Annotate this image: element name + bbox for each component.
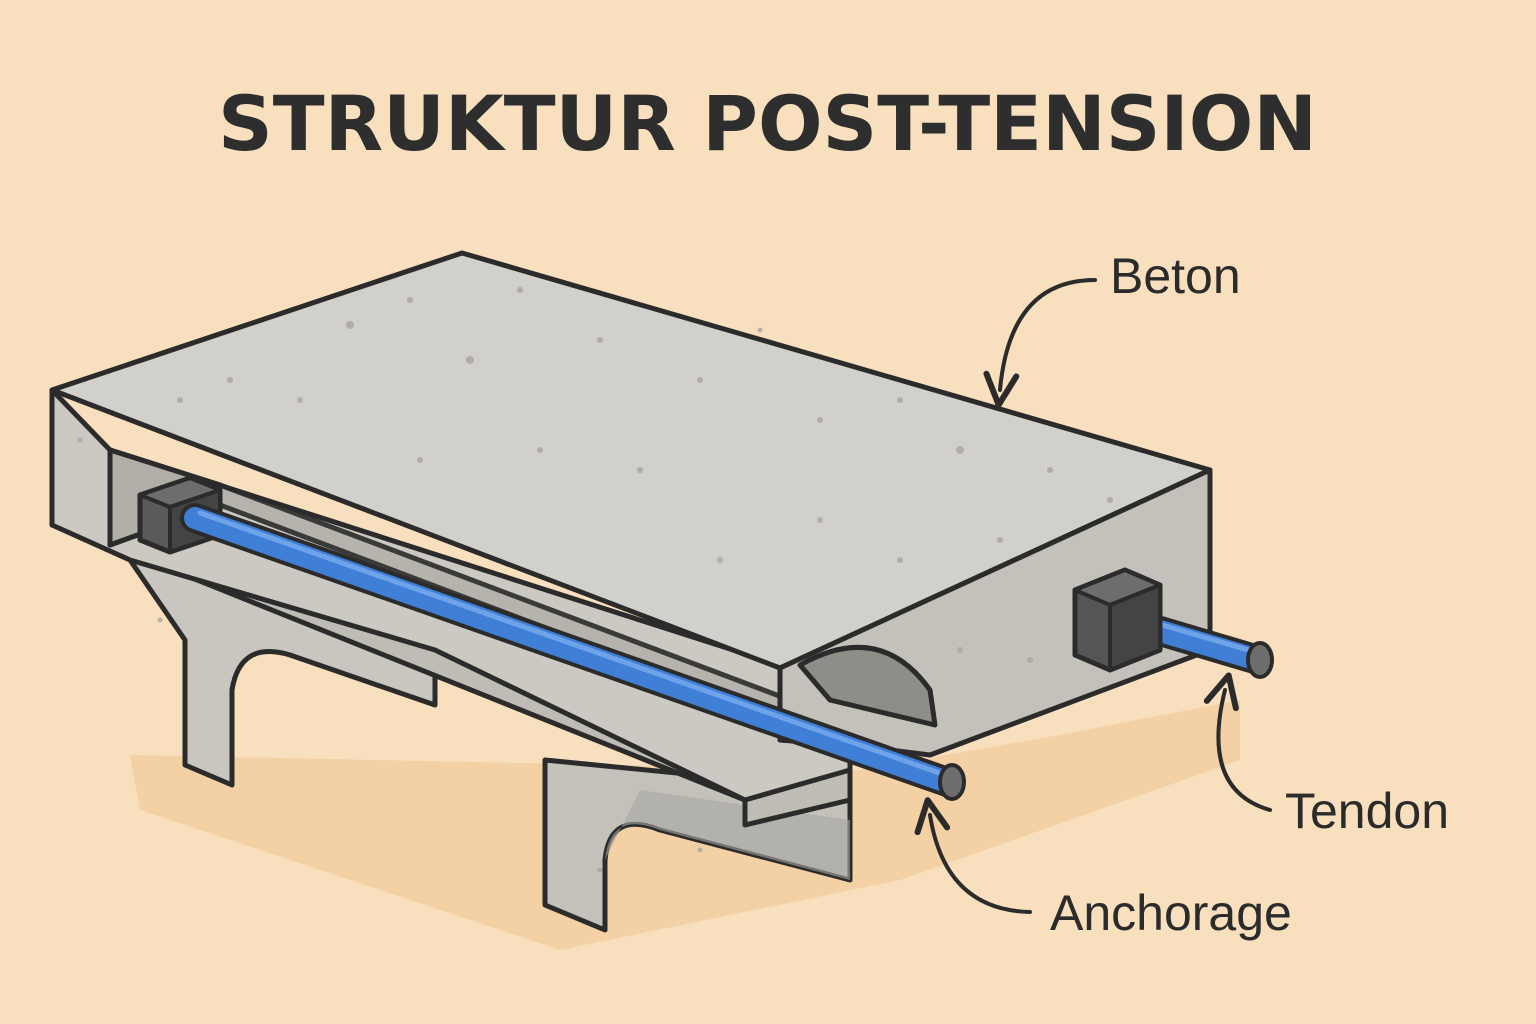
label-beton: Beton [1110,248,1241,304]
tendon-bar [180,503,966,801]
leader-arrow-tendon [1203,672,1272,812]
side-cutout [797,644,938,728]
leader-arrow-anchorage [914,797,1032,914]
anchor-block-right [1072,567,1274,679]
diagram-title: STRUKTUR POST-TENSION [218,79,1317,168]
label-anchorage: Anchorage [1050,885,1292,941]
leader-arrow-beton [983,278,1097,408]
label-tendon: Tendon [1285,783,1449,839]
concrete-leg-left [127,557,438,788]
